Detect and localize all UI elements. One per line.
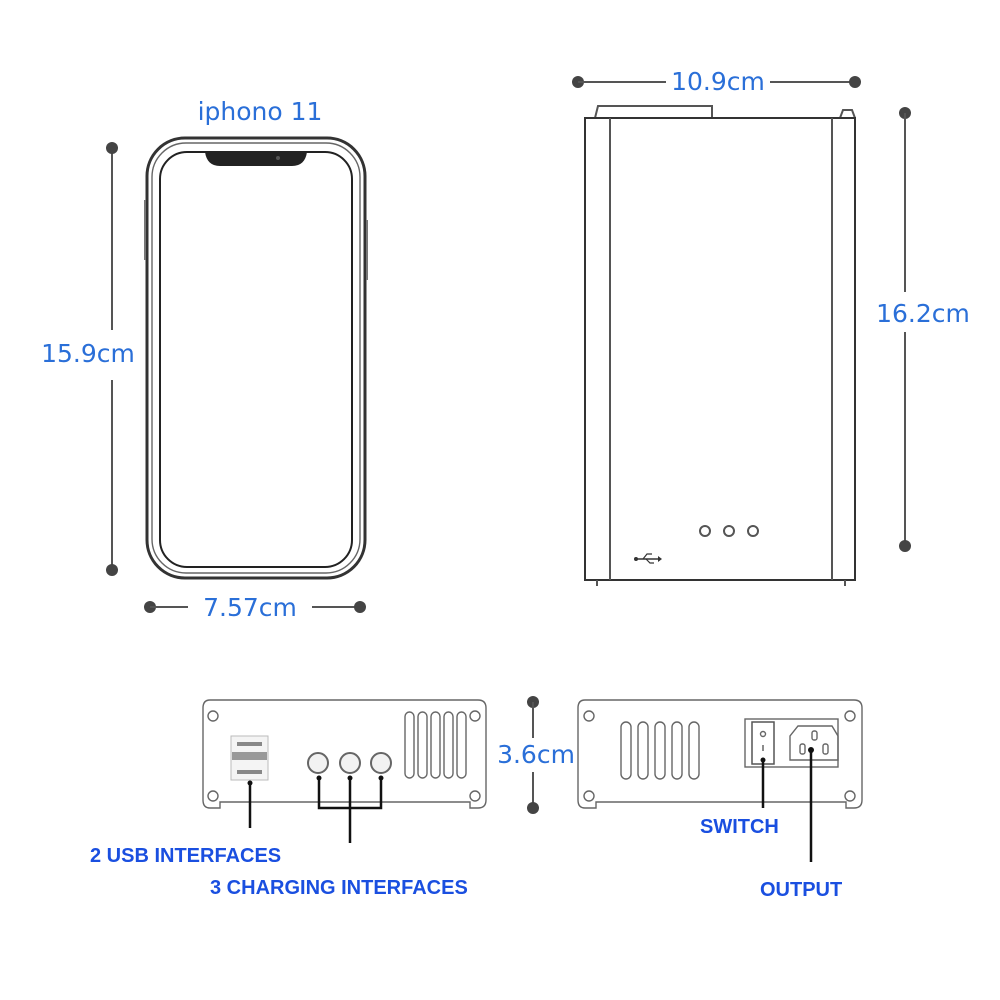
usb-ports — [230, 735, 269, 781]
phone-height-dimension — [106, 142, 118, 576]
charging-interfaces-label: 3 CHARGING INTERFACES — [210, 877, 468, 899]
phone-height-label: 15.9cm — [41, 339, 135, 368]
usb-interfaces-label: 2 USB INTERFACES — [90, 845, 281, 867]
device-depth-dimension — [527, 696, 539, 814]
vent-slots — [404, 711, 467, 779]
device-right-end-panel — [577, 699, 863, 809]
usb-icon — [634, 553, 662, 564]
device-left-end-panel — [202, 699, 487, 809]
phone-width-label: 7.57cm — [203, 593, 297, 622]
indicator-lights — [699, 525, 759, 537]
device-height-dimension — [899, 107, 911, 552]
callout-lines-right — [760, 747, 814, 862]
switch-label: SWITCH — [700, 816, 779, 838]
phone-title: iphono 11 — [198, 97, 323, 126]
phone-illustration — [144, 136, 368, 580]
device-width-label: 10.9cm — [671, 67, 765, 96]
charging-ports — [307, 752, 392, 774]
device-front-illustration — [584, 105, 856, 586]
callout-lines-left — [247, 775, 384, 843]
device-depth-label: 3.6cm — [497, 740, 575, 769]
device-height-label: 16.2cm — [876, 299, 970, 328]
ac-power-outlet — [789, 725, 839, 761]
phone-width-dimension — [144, 601, 366, 613]
output-label: OUTPUT — [760, 879, 842, 901]
device-width-dimension — [572, 76, 861, 88]
